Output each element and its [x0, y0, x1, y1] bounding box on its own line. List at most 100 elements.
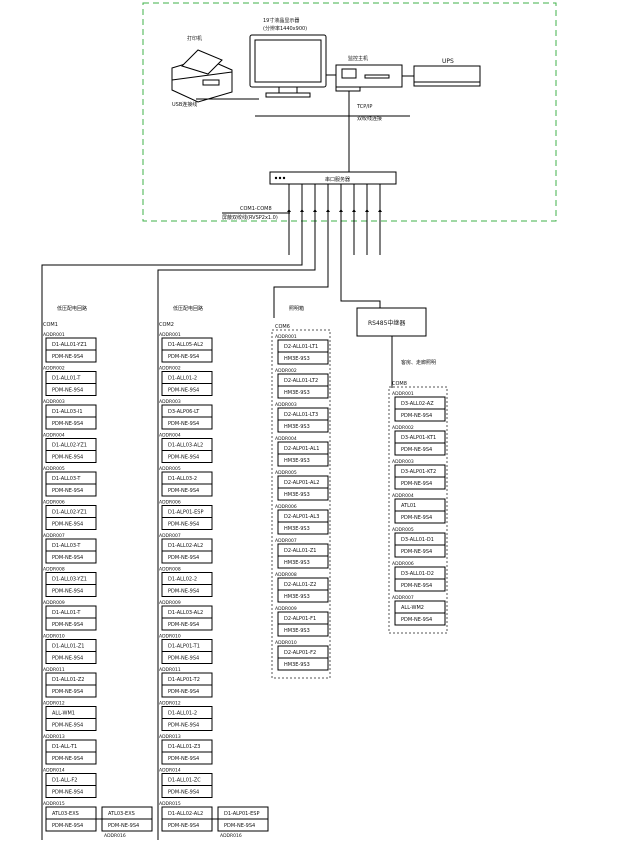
device-column: 客房、走廊照明COM8ADDR001D3-ALL02-AZPDM-NE-9S4A…: [388, 359, 448, 634]
device-code: D1-ALL-F2: [52, 778, 78, 784]
device-model: HM3E-9S3: [284, 356, 310, 362]
device-address: ADDR005: [275, 470, 297, 476]
device-address: ADDR006: [159, 500, 181, 506]
device-address: ADDR009: [275, 606, 297, 612]
device-address: ADDR003: [392, 459, 414, 465]
device-code: ATL01: [401, 503, 416, 509]
host-label: 监控主机: [348, 55, 368, 62]
device-address: ADDR002: [275, 368, 297, 374]
device-code: D1-ALL03-T: [52, 476, 81, 482]
device-address: ADDR002: [159, 366, 181, 372]
device-address: ADDR005: [392, 527, 414, 533]
device-code: D1-ALL-T1: [52, 744, 77, 750]
device-code: D3-ALL01-D2: [401, 571, 434, 577]
device-model: PDM-NE-9S4: [168, 488, 199, 494]
serial-server-icon: [269, 171, 397, 185]
device-code: D3-ALL02-AZ: [401, 401, 434, 407]
feeder-lines: [41, 184, 381, 840]
device-address: ADDR001: [275, 334, 297, 340]
bus-sublabel: 屏蔽双绞线(RVSP2x1.0): [222, 214, 278, 221]
device-model: PDM-NE-9S4: [52, 555, 83, 561]
device-model: PDM-NE-9S4: [401, 481, 432, 487]
device-model: PDM-NE-9S4: [52, 790, 83, 796]
printer-label: 打印机: [187, 35, 202, 42]
device-model: PDM-NE-9S4: [52, 656, 83, 662]
device-address: ADDR015: [43, 801, 65, 807]
port-arrow: [365, 209, 369, 212]
device-model: PDM-NE-9S4: [52, 455, 83, 461]
com-port-label: COM1: [43, 322, 58, 328]
device-code: D2-ALP01-F2: [284, 650, 316, 656]
device-model: PDM-NE-9S4: [401, 447, 432, 453]
device-model: PDM-NE-9S4: [52, 622, 83, 628]
ups-icon: [413, 65, 481, 87]
device-model: HM3E-9S3: [284, 390, 310, 396]
device-code: D2-ALP01-AL3: [284, 514, 319, 520]
device-model: HM3E-9S3: [284, 560, 310, 566]
port-arrow: [352, 209, 356, 212]
device-code: D2-ALP01-AL2: [284, 480, 319, 486]
device-model: HM3E-9S3: [284, 526, 310, 532]
device-column: 低压配电回路COM2ADDR001D1-ALL05-AL2PDM-NE-9S4A…: [159, 305, 269, 839]
device-model: HM3E-9S3: [284, 662, 310, 668]
device-model: PDM-NE-9S4: [168, 522, 199, 528]
device-address: ADDR010: [159, 634, 181, 640]
device-code: D1-ALL03-YZ1: [52, 577, 87, 583]
device-address: ADDR010: [43, 634, 65, 640]
device-model: PDM-NE-9S4: [168, 455, 199, 461]
device-address: ADDR013: [159, 734, 181, 740]
device-address: ADDR004: [159, 433, 181, 439]
device-address: ADDR016: [104, 833, 126, 839]
tcpip-sublabel: 双绞线连接: [357, 115, 382, 122]
device-address: ADDR002: [43, 366, 65, 372]
device-model: HM3E-9S3: [284, 492, 310, 498]
device-model: PDM-NE-9S4: [168, 756, 199, 762]
device-code: D3-ALP01-KT2: [401, 469, 436, 475]
device-address: ADDR007: [275, 538, 297, 544]
device-model: PDM-NE-9S4: [168, 388, 199, 394]
device-address: ADDR003: [43, 399, 65, 405]
device-code: D1-ALP01-ESP: [168, 510, 203, 516]
device-address: ADDR010: [275, 640, 297, 646]
device-model: PDM-NE-9S4: [52, 689, 83, 695]
com-port-label: COM2: [159, 322, 174, 328]
device-address: ADDR007: [43, 533, 65, 539]
device-address: ADDR008: [159, 567, 181, 573]
device-address: ADDR009: [43, 600, 65, 606]
device-code: D3-ALL01-D1: [401, 537, 434, 543]
device-code: D2-ALL01-LT2: [284, 378, 318, 384]
column-heading: 低压配电回路: [57, 305, 87, 312]
device-code: D1-ALL05-AL2: [168, 342, 203, 348]
device-code: D1-ALL01-T: [52, 610, 81, 616]
device-address: ADDR011: [159, 667, 181, 673]
device-code: D1-ALP01-T1: [168, 644, 200, 650]
com-port-label: COM6: [275, 324, 290, 330]
device-code: D2-ALL01-LT3: [284, 412, 318, 418]
device-code: D1-ALL02-2: [168, 577, 197, 583]
monitor-label-size: 19寸液晶显示器: [263, 17, 299, 24]
device-address: ADDR001: [392, 391, 414, 397]
device-code: ALL-WM1: [52, 711, 75, 717]
device-model: PDM-NE-9S4: [168, 723, 199, 729]
device-model: PDM-NE-9S4: [168, 354, 199, 360]
control-room-frame: [142, 2, 557, 222]
device-model: PDM-NE-9S4: [168, 790, 199, 796]
